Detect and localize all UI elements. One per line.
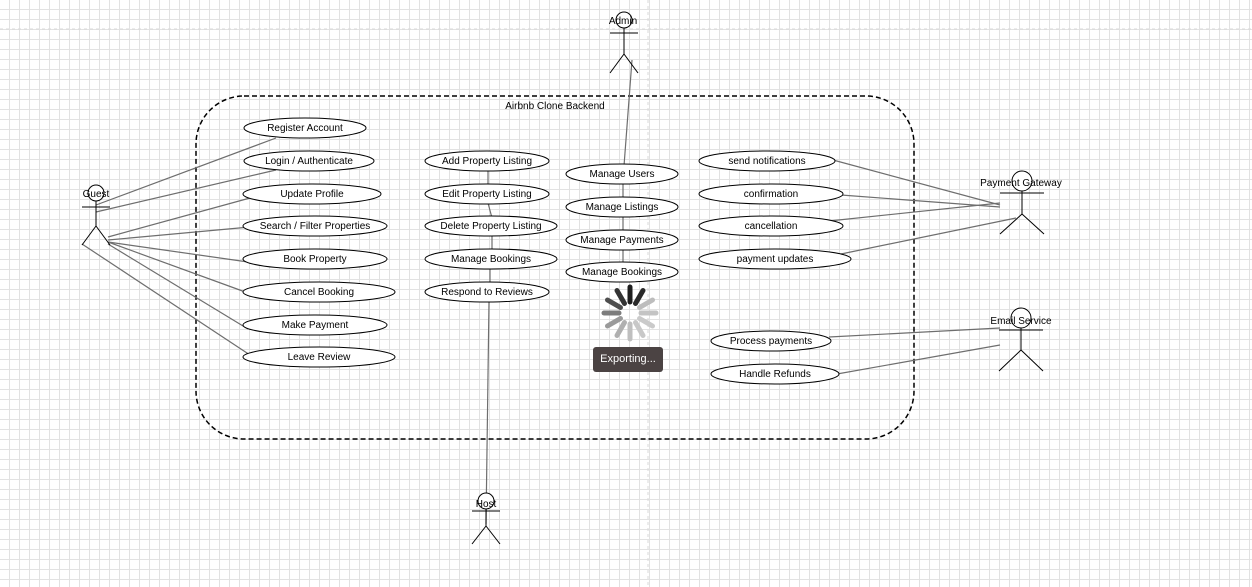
exporting-status-badge: Exporting... [593,347,663,372]
loading-spinner-icon [601,284,659,342]
use-case-label: Book Property [283,254,346,265]
association-line[interactable] [95,137,277,206]
actor-email-service[interactable]: Email Service [990,307,1052,372]
use-case-label: Make Payment [282,320,349,331]
association-line[interactable] [95,169,277,213]
actor-label: Payment Gateway [980,178,1062,189]
use-case-label: Cancel Booking [284,287,354,298]
host-use-cases: Add Property Listing Edit Property Listi… [424,150,558,303]
system-boundary-title: Airbnb Clone Backend [505,101,605,112]
use-case-label: Register Account [267,123,343,134]
association-lines [81,59,1017,525]
association-line[interactable] [81,243,251,356]
use-case-handle-refunds[interactable]: Handle Refunds [710,363,840,385]
use-case-label: payment updates [737,254,814,265]
use-case-label: Add Property Listing [442,156,532,167]
association-line[interactable] [623,59,633,167]
guest-use-cases: Register Account Login / Authenticate Up… [242,117,396,368]
association-line[interactable] [107,241,249,294]
use-case-leave-review[interactable]: Leave Review [242,346,396,368]
association-line[interactable] [832,159,1001,206]
use-case-respond-reviews[interactable]: Respond to Reviews [424,281,550,303]
actor-host[interactable]: Host [471,492,501,545]
actor-admin[interactable]: Admin [609,11,639,74]
use-case-label: Update Profile [280,189,344,200]
admin-use-cases: Manage Users Manage Listings Manage Paym… [565,163,679,283]
use-case-register-account[interactable]: Register Account [243,117,367,139]
use-case-process-payments[interactable]: Process payments [710,330,832,352]
use-case-label: Manage Users [589,169,654,180]
use-case-delete-listing[interactable]: Delete Property Listing [424,215,558,237]
use-case-cancellation[interactable]: cancellation [698,215,844,237]
use-case-label: Handle Refunds [739,369,811,380]
use-case-label: Login / Authenticate [265,156,353,167]
use-case-login[interactable]: Login / Authenticate [243,150,375,172]
use-case-label: Respond to Reviews [441,287,533,298]
association-line[interactable] [107,226,251,241]
association-line[interactable] [107,243,249,330]
use-case-payment-updates[interactable]: payment updates [698,248,852,270]
actor-payment-gateway[interactable]: Payment Gateway [980,170,1062,235]
use-case-label: Leave Review [288,352,352,363]
association-line[interactable] [836,344,1001,375]
association-line[interactable] [840,217,1017,255]
actor-guest[interactable]: Guest [81,184,111,246]
association-line[interactable] [828,327,1001,338]
actor-label: Host [476,499,497,510]
association-line[interactable] [487,202,493,219]
use-case-label: send notifications [728,156,805,167]
use-case-search-properties[interactable]: Search / Filter Properties [242,215,388,237]
association-line[interactable] [828,202,1001,222]
association-line[interactable] [107,241,249,263]
system-boundary-frame[interactable] [195,95,915,440]
use-case-label: Delete Property Listing [440,221,541,232]
use-case-host-manage-bookings[interactable]: Manage Bookings [424,248,558,270]
use-case-manage-users[interactable]: Manage Users [565,163,679,185]
use-case-confirmation[interactable]: confirmation [698,183,844,205]
use-case-label: Manage Bookings [582,267,662,278]
actor-label: Guest [83,189,110,200]
actor-label: Email Service [990,316,1052,327]
use-case-label: Manage Listings [586,202,659,213]
use-case-label: Manage Bookings [451,254,531,265]
association-line[interactable] [840,194,1001,208]
payment-use-cases: send notifications confirmation cancella… [698,150,852,270]
actor-label: Admin [609,16,637,27]
association-line[interactable] [485,300,490,525]
use-case-label: Manage Payments [580,235,663,246]
use-case-cancel-booking[interactable]: Cancel Booking [242,281,396,303]
use-case-add-listing[interactable]: Add Property Listing [424,150,550,172]
use-case-make-payment[interactable]: Make Payment [242,314,388,336]
use-case-edit-listing[interactable]: Edit Property Listing [424,183,550,205]
use-case-label: Edit Property Listing [442,189,532,200]
use-case-book-property[interactable]: Book Property [242,248,388,270]
association-line[interactable] [107,197,251,238]
use-case-label: cancellation [745,221,798,232]
use-case-admin-manage-bookings[interactable]: Manage Bookings [565,261,679,283]
email-use-cases: Process payments Handle Refunds [710,330,840,385]
use-case-label: Search / Filter Properties [260,221,371,232]
use-case-manage-listings[interactable]: Manage Listings [565,196,679,218]
use-case-send-notifications[interactable]: send notifications [698,150,836,172]
use-case-update-profile[interactable]: Update Profile [242,183,382,205]
use-case-label: Process payments [730,336,812,347]
system-boundary[interactable]: Airbnb Clone Backend [195,95,915,440]
use-case-manage-payments[interactable]: Manage Payments [565,229,679,251]
use-case-label: confirmation [744,189,798,200]
